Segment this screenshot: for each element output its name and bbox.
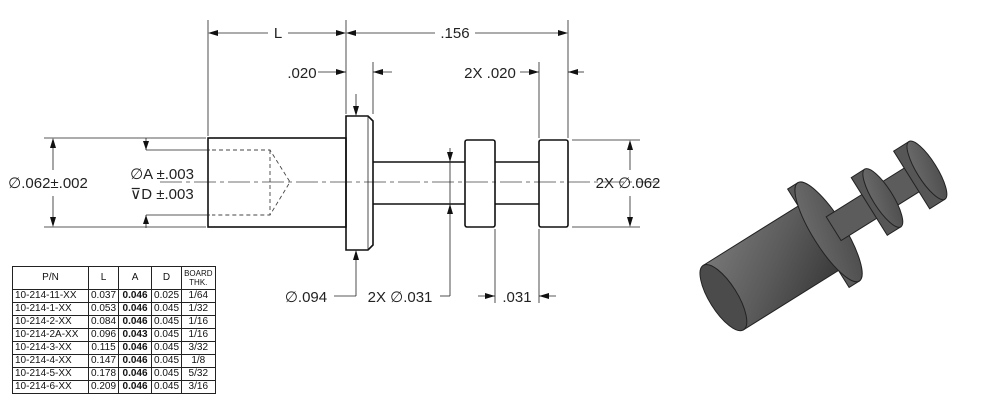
- cell-d: 0.045: [151, 380, 183, 394]
- dim-031-label: .031: [502, 289, 531, 306]
- cell-d: 0.045: [151, 354, 183, 368]
- pin-3d-render: [699, 140, 948, 332]
- pin-side-view: [160, 115, 660, 251]
- cell-l: 0.053: [87, 302, 120, 316]
- cell-pn: 10-214-11-XX: [12, 289, 89, 303]
- hidden-bore: [212, 149, 291, 216]
- header-d: D: [151, 266, 183, 290]
- cell-l: 0.115: [87, 341, 120, 355]
- cell-d: 0.045: [151, 302, 183, 316]
- cell-d: 0.025: [151, 289, 183, 303]
- cell-l: 0.209: [87, 380, 120, 394]
- cell-a: 0.046: [118, 289, 153, 303]
- header-board-line2: THK.: [189, 278, 208, 287]
- cell-board: 1/16: [181, 315, 216, 329]
- cell-board: 1/8: [181, 354, 216, 368]
- pin-collar-2: [538, 139, 569, 228]
- dim-L-label: L: [274, 25, 282, 42]
- cell-board: 3/32: [181, 341, 216, 355]
- cell-d: 0.045: [151, 328, 183, 342]
- dim-2x-dia031-label: 2X ∅.031: [368, 289, 433, 306]
- cell-board: 1/64: [181, 289, 216, 303]
- dimension-flange-diameter: ∅.094: [285, 289, 356, 306]
- cell-a: 0.046: [118, 367, 153, 381]
- cell-board: 5/32: [181, 367, 216, 381]
- dimension-flange-thickness: .020: [287, 62, 392, 296]
- cell-l: 0.096: [87, 328, 120, 342]
- cell-a: 0.046: [118, 341, 153, 355]
- cell-l: 0.084: [87, 315, 120, 329]
- cell-d: 0.045: [151, 367, 183, 381]
- cell-pn: 10-214-2-XX: [12, 315, 89, 329]
- cell-pn: 10-214-3-XX: [12, 341, 89, 355]
- cell-l: 0.147: [87, 354, 120, 368]
- cell-pn: 10-214-4-XX: [12, 354, 89, 368]
- dim-156-label: .156: [440, 25, 469, 42]
- cell-board: 3/16: [181, 380, 216, 394]
- cell-pn: 10-214-6-XX: [12, 380, 89, 394]
- dim-A-label: ∅A ±.003: [130, 166, 194, 183]
- cell-board: 1/16: [181, 328, 216, 342]
- cell-d: 0.045: [151, 315, 183, 329]
- cell-l: 0.037: [87, 289, 120, 303]
- pin-flange: [345, 115, 374, 251]
- dimension-collar-thickness: 2X .020: [464, 62, 584, 138]
- header-l: L: [87, 266, 120, 290]
- dim-dia094-label: ∅.094: [285, 289, 327, 306]
- dim-020-label: .020: [287, 65, 316, 82]
- header-pn: P/N: [12, 266, 89, 290]
- header-a: A: [118, 266, 153, 290]
- cell-a: 0.046: [118, 354, 153, 368]
- pin-barrel: [207, 137, 347, 228]
- cell-board: 1/32: [181, 302, 216, 316]
- dimension-neck-diameter: 2X ∅.031: [368, 148, 453, 306]
- dim-2x020-label: 2X .020: [464, 65, 516, 82]
- dim-outer-diameter-label: ∅.062±.002: [8, 175, 88, 192]
- cell-a: 0.046: [118, 315, 153, 329]
- dimension-bore: ∅A ±.003 ⊽D ±.003: [130, 138, 210, 228]
- cell-pn: 10-214-2A-XX: [12, 328, 89, 342]
- cell-a: 0.043: [118, 328, 153, 342]
- cell-pn: 10-214-1-XX: [12, 302, 89, 316]
- dimension-outer-diameter: ∅.062±.002: [8, 137, 206, 228]
- cell-d: 0.045: [151, 341, 183, 355]
- cell-pn: 10-214-5-XX: [12, 367, 89, 381]
- dimension-neck-length: .031: [478, 229, 556, 306]
- header-board-line1: BOARD: [184, 269, 213, 278]
- dimension-L: L .156: [207, 20, 569, 138]
- pin-collar-1: [464, 139, 496, 228]
- cell-a: 0.046: [118, 302, 153, 316]
- dim-2x-dia062-label: 2X ∅.062: [596, 175, 661, 192]
- cell-l: 0.178: [87, 367, 120, 381]
- cell-a: 0.046: [118, 380, 153, 394]
- dim-D-label: ⊽D ±.003: [130, 186, 193, 203]
- dimension-collar-diameter: 2X ∅.062: [572, 139, 661, 228]
